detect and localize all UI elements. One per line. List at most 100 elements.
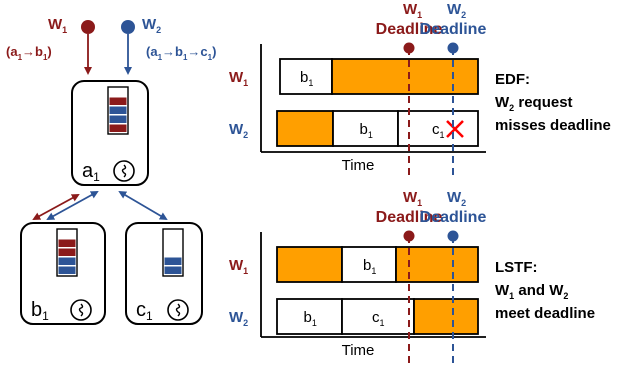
source-w2-label: W2 — [142, 16, 161, 35]
task-label: c1 — [372, 309, 385, 328]
row-w2-label-part: 2 — [243, 318, 248, 328]
deadline-w1-label-part: 1 — [417, 198, 422, 208]
deadline-w1-label-part: W — [403, 1, 418, 18]
task-segment — [276, 298, 343, 335]
chart-edf-caption-line-part: 2 — [509, 103, 514, 113]
server-a-name: a1 — [82, 160, 100, 184]
row-w2-label-part: W — [229, 309, 244, 326]
chart-edf-caption-line-part: misses deadline — [495, 117, 611, 134]
deadline-w2-marker — [447, 230, 459, 242]
chart-lstf-caption-line-part: 1 — [509, 291, 514, 301]
task-label-part: b — [360, 121, 368, 138]
source-w2-path-part: (a — [146, 44, 158, 59]
row-w1-label-part: 1 — [243, 266, 248, 276]
busy-segment — [331, 58, 479, 95]
deadline-w1-label: W1 — [403, 189, 422, 208]
time-axis-label: Time — [342, 157, 375, 174]
task-label: b1 — [363, 257, 376, 276]
deadline-w2-label: W2 — [447, 1, 466, 20]
deadline-w1-caption: Deadline — [376, 209, 443, 226]
deadline-w2-marker — [447, 42, 459, 54]
deadline-w1-label-part: W — [403, 189, 418, 206]
server-a-name-part: 1 — [93, 170, 100, 184]
task-label: b1 — [304, 309, 317, 328]
server-a-gear-icon — [113, 160, 135, 182]
server-b-queue-item — [58, 239, 76, 247]
chart-edf-caption-line: W2 request — [495, 94, 573, 113]
deadline-w1-marker — [403, 230, 415, 242]
chart-lstf-caption-line-part: meet deadline — [495, 305, 595, 322]
row-w1-label: W1 — [229, 257, 248, 276]
row-w1-label-part: W — [229, 257, 244, 274]
chart-edf-caption-line: EDF: — [495, 71, 530, 88]
busy-segment — [276, 110, 334, 147]
source-w2: W2(a1→b1→c1) — [121, 16, 216, 75]
task-label-part: 1 — [308, 78, 313, 88]
source-w1-path-part: (a — [6, 44, 18, 59]
task-label: b1 — [300, 69, 313, 88]
deadline-w2-label-part: 2 — [461, 10, 466, 20]
missed-cross-icon — [446, 120, 464, 138]
deadline-w2-label-part: 2 — [461, 198, 466, 208]
row-w1-label: W1 — [229, 69, 248, 88]
deadline-w1-label: W1 — [403, 1, 422, 20]
deadline-w2-label-part: W — [447, 189, 462, 206]
row-w1-label-part: W — [229, 69, 244, 86]
source-w2-path-part: 1 — [158, 53, 163, 62]
source-w1-label-part: W — [48, 16, 63, 33]
server-c-name-part: c — [136, 299, 146, 321]
source-w1-path: (a1→b1) — [6, 44, 52, 62]
task-label-part: c — [432, 121, 440, 138]
chart-lstf-row-w2: W2 b1 c1 — [229, 298, 479, 335]
row-w2-label-part: W — [229, 121, 244, 138]
source-w2-dot — [121, 20, 135, 34]
server-c-name-part: 1 — [146, 309, 153, 323]
chart-lstf-caption-line-part: W — [495, 282, 510, 299]
source-w1-path-part: 1 — [43, 53, 48, 62]
task-label-part: b — [300, 69, 308, 86]
source-w2-path-part: →c — [187, 44, 207, 59]
server-a-queue-item — [109, 97, 127, 105]
link-a-b-w2 — [46, 191, 99, 220]
row-w1-label-part: 1 — [243, 78, 248, 88]
source-w1-dot — [81, 20, 95, 34]
server-a-queue-item — [109, 124, 127, 132]
deadline-w1-marker — [403, 42, 415, 54]
server-a-queue-item — [109, 106, 127, 114]
source-w2-path-part: ) — [212, 44, 216, 59]
row-w2-label-part: 2 — [243, 130, 248, 140]
chart-lstf-caption-line-part: 2 — [563, 291, 568, 301]
chart-lstf-caption-line: LSTF: — [495, 259, 538, 276]
task-label-part: 1 — [312, 318, 317, 328]
server-b-name: b1 — [31, 299, 49, 323]
server-c-gear-icon — [167, 299, 189, 321]
busy-segment — [276, 246, 343, 283]
task-segment — [397, 110, 479, 147]
server-c-spring-icon — [175, 303, 181, 317]
chart-edf-caption-line-part: W — [495, 94, 510, 111]
deadline-w2-label: W2 — [447, 189, 466, 208]
deadline-w1-label-part: 1 — [417, 10, 422, 20]
source-w1: W1(a1→b1) — [6, 16, 95, 75]
server-a: a1 — [71, 80, 149, 186]
source-w2-path-part: →b — [162, 44, 183, 59]
row-w2-label: W2 — [229, 121, 248, 140]
chart-lstf-caption-line: W1 and W2 — [495, 282, 568, 301]
deadline-w1-caption: Deadline — [376, 21, 443, 38]
task-label: c1 — [432, 121, 445, 140]
deadline-w2-label-part: W — [447, 1, 462, 18]
source-w2-path-part: 1 — [208, 53, 213, 62]
server-b-queue-item — [58, 257, 76, 265]
chart-edf-row-w2: W2 b1 c1 — [229, 110, 479, 147]
deadline-w2-caption: Deadline — [420, 209, 487, 226]
task-label: b1 — [360, 121, 373, 140]
source-w1-label: W1 — [48, 16, 67, 35]
link-a-c-w2 — [118, 190, 168, 221]
server-a-name-part: a — [82, 160, 94, 182]
chart-lstf-caption-line: meet deadline — [495, 305, 595, 322]
